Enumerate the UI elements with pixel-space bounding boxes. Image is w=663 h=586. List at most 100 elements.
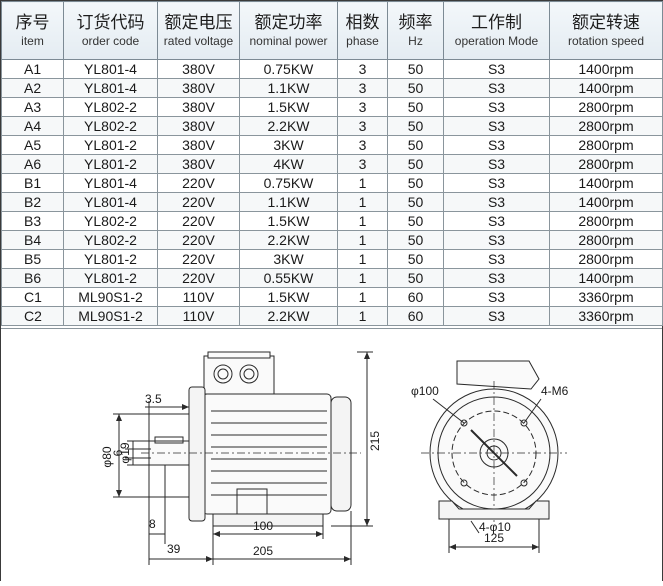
- fan-cover: [330, 396, 352, 512]
- table-cell: 50: [387, 59, 444, 79]
- table-cell: 110V: [157, 306, 240, 326]
- terminal-box: [203, 355, 275, 395]
- table-cell: 380V: [157, 116, 240, 136]
- table-cell: S3: [443, 59, 550, 79]
- table-cell: 220V: [157, 230, 240, 250]
- table-cell: 50: [387, 211, 444, 231]
- table-cell: A2: [1, 78, 64, 98]
- table-cell: A4: [1, 116, 64, 136]
- table-cell: 50: [387, 173, 444, 193]
- table-cell: 1.5KW: [239, 287, 338, 307]
- table-cell: YL802-2: [63, 116, 158, 136]
- table-cell: S3: [443, 97, 550, 117]
- header-cell: 额定转速 rotation speed: [549, 1, 663, 60]
- table-cell: 3KW: [239, 135, 338, 155]
- table-cell: 1.1KW: [239, 78, 338, 98]
- table-cell: A3: [1, 97, 64, 117]
- header-cn-label: 额定转速: [572, 13, 640, 32]
- table-cell: 3360rpm: [549, 306, 663, 326]
- end-feet: [438, 500, 550, 520]
- table-cell: 50: [387, 97, 444, 117]
- table-cell: B4: [1, 230, 64, 250]
- table-cell: 60: [387, 306, 444, 326]
- table-cell: B3: [1, 211, 64, 231]
- table-cell: 0.75KW: [239, 59, 338, 79]
- table-cell: 1: [337, 173, 388, 193]
- table-cell: 0.75KW: [239, 173, 338, 193]
- dim-foot-spacing: 100: [253, 519, 273, 533]
- table-cell: 1400rpm: [549, 173, 663, 193]
- table-cell: 50: [387, 78, 444, 98]
- table-cell: 2800rpm: [549, 211, 663, 231]
- table-cell: S3: [443, 78, 550, 98]
- header-en-label: nominal power: [249, 34, 328, 48]
- table-cell: YL801-4: [63, 173, 158, 193]
- table-cell: 220V: [157, 211, 240, 231]
- header-en-label: item: [21, 34, 44, 48]
- table-cell: 1: [337, 230, 388, 250]
- table-cell: 2800rpm: [549, 154, 663, 174]
- end-terminal-box: [456, 360, 540, 390]
- table-cell: 1400rpm: [549, 192, 663, 212]
- dim-key-len: 8: [149, 517, 156, 531]
- header-cn-label: 序号: [15, 13, 50, 32]
- table-cell: 3: [337, 116, 388, 136]
- table-cell: 60: [387, 287, 444, 307]
- dim-pcd: φ100: [411, 384, 439, 398]
- table-cell: S3: [443, 230, 550, 250]
- table-cell: YL801-4: [63, 192, 158, 212]
- table-cell: 50: [387, 249, 444, 269]
- dim-shaft-dia: φ19: [118, 442, 132, 463]
- motor-side-view: [113, 351, 373, 565]
- table-cell: S3: [443, 306, 550, 326]
- table-cell: B2: [1, 192, 64, 212]
- table-cell: 380V: [157, 78, 240, 98]
- table-cell: YL802-2: [63, 211, 158, 231]
- table-cell: 1: [337, 211, 388, 231]
- table-cell: 1.1KW: [239, 192, 338, 212]
- table-cell: 50: [387, 268, 444, 288]
- table-cell: 220V: [157, 173, 240, 193]
- header-en-label: rotation speed: [567, 34, 645, 48]
- table-cell: 50: [387, 192, 444, 212]
- table-cell: A1: [1, 59, 64, 79]
- table-cell: A6: [1, 154, 64, 174]
- header-cn-label: 工作制: [471, 13, 522, 32]
- table-cell: ML90S1-2: [63, 287, 158, 307]
- table-cell: YL801-2: [63, 249, 158, 269]
- dim-height: 215: [368, 431, 382, 451]
- header-cn-label: 频率: [398, 13, 433, 32]
- dim-holes: 4-M6: [541, 384, 569, 398]
- table-cell: 3: [337, 78, 388, 98]
- table-cell: 2800rpm: [549, 249, 663, 269]
- table-cell: 1.5KW: [239, 211, 338, 231]
- table-cell: B5: [1, 249, 64, 269]
- dim-key: 6: [111, 449, 125, 456]
- table-cell: 50: [387, 135, 444, 155]
- table-cell: A5: [1, 135, 64, 155]
- table-cell: S3: [443, 173, 550, 193]
- table-cell: 1: [337, 192, 388, 212]
- table-cell: 1400rpm: [549, 78, 663, 98]
- header-en-label: order code: [81, 34, 140, 48]
- table-cell: S3: [443, 135, 550, 155]
- table-cell: 50: [387, 154, 444, 174]
- table-cell: 220V: [157, 249, 240, 269]
- table-cell: 1: [337, 306, 388, 326]
